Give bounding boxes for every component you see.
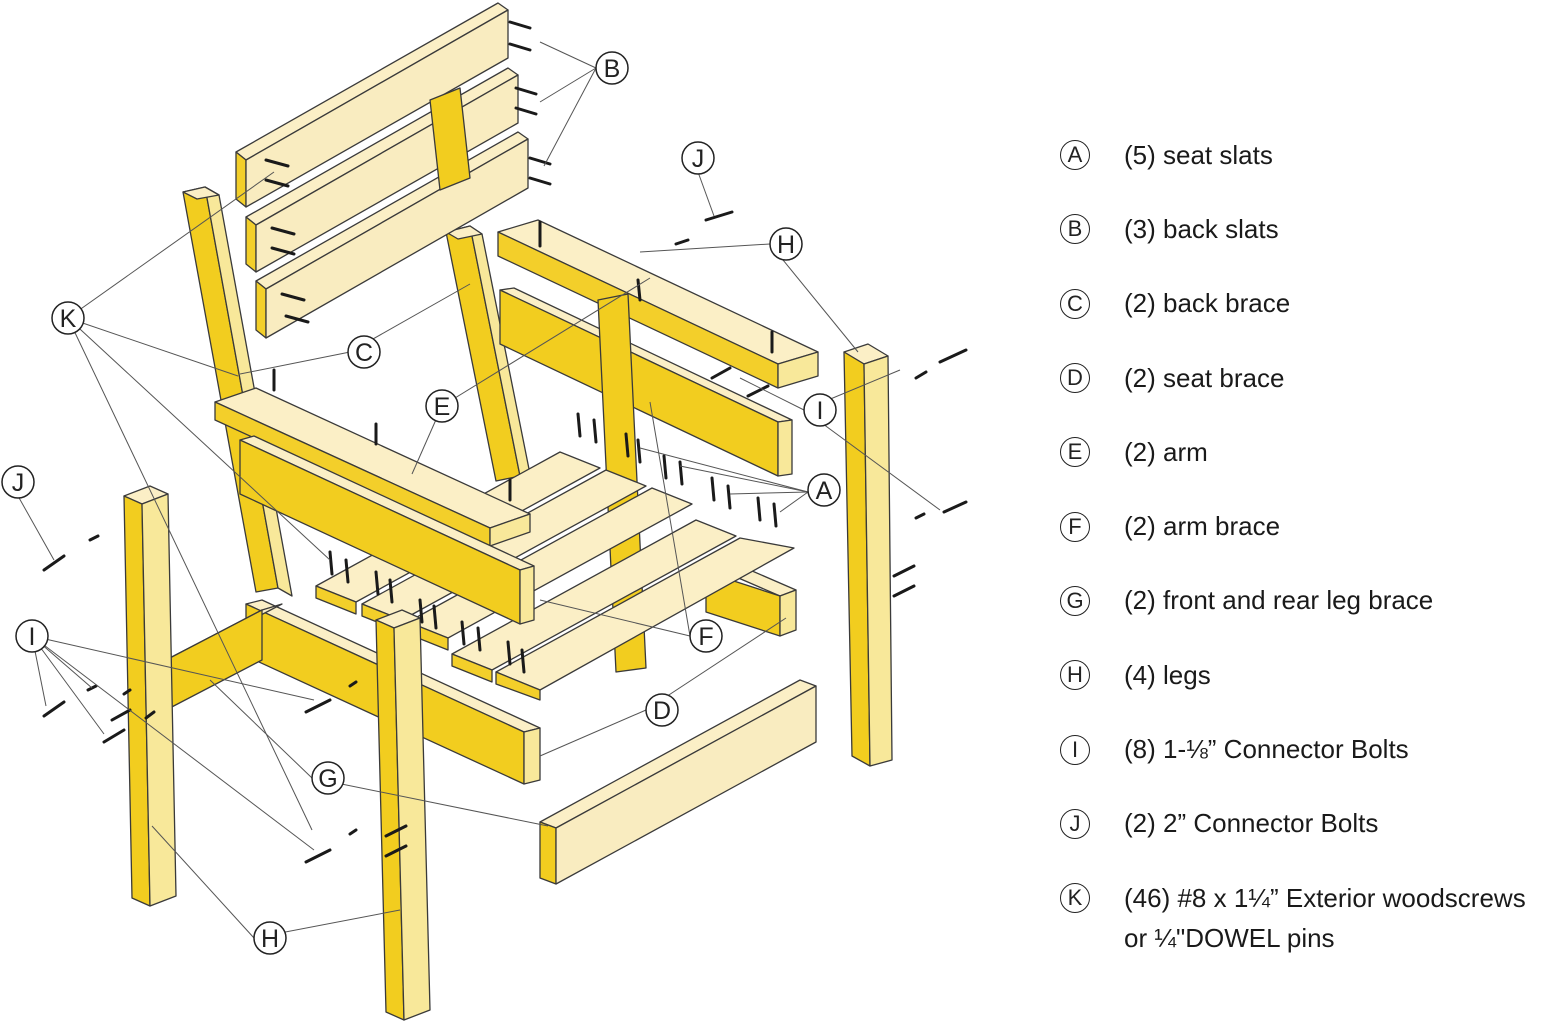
legend-badge: F [1060, 511, 1090, 542]
legend-item-f: F (2) arm brace [1060, 489, 1565, 563]
svg-text:J: J [12, 469, 25, 497]
legend-item-c: C (2) back brace [1060, 267, 1565, 341]
svg-text:B: B [604, 55, 621, 83]
legend-badge: A [1060, 140, 1090, 171]
legend-text: (3) back slats [1124, 213, 1279, 244]
svg-text:C: C [355, 339, 373, 367]
callout-h-bottom: H [253, 921, 287, 955]
legend-text: or ¼"DOWEL pins [1124, 922, 1335, 953]
svg-text:F: F [698, 623, 713, 651]
svg-text:E: E [434, 393, 451, 421]
legend-badge: B [1060, 214, 1090, 245]
leg-brace-front [539, 679, 817, 885]
callout-b: B [595, 51, 629, 85]
leg-left-rear [123, 485, 177, 907]
legend-item-j: J (2) 2” Connector Bolts [1060, 787, 1565, 861]
callout-f: F [689, 619, 723, 653]
legend-text: (2) 2” Connector Bolts [1124, 808, 1379, 839]
callout-a: A [807, 473, 841, 507]
legend-item-g: G (2) front and rear leg brace [1060, 564, 1565, 638]
legend-text: (2) arm [1124, 436, 1208, 467]
legend-text: (4) legs [1124, 659, 1211, 690]
callout-i-right: I [803, 393, 837, 427]
leg-right [843, 343, 893, 767]
fastener-marks [42, 20, 968, 864]
legend-badge: E [1060, 437, 1090, 468]
arm-brace-right [499, 287, 793, 477]
legend-badge: K [1060, 883, 1090, 914]
callout-e: E [425, 389, 459, 423]
legend-badge: J [1060, 808, 1090, 839]
callout-k: K [51, 301, 85, 335]
svg-text:G: G [318, 765, 337, 793]
legend-item-d: D (2) seat brace [1060, 341, 1565, 415]
legend-badge: H [1060, 660, 1090, 691]
legend-text: (2) seat brace [1124, 362, 1285, 393]
legend-text: (2) front and rear leg brace [1124, 585, 1434, 616]
arm-right [497, 219, 819, 389]
legend-badge: D [1060, 363, 1090, 394]
arm-brace-left [239, 435, 535, 625]
callout-h-top: H [769, 227, 803, 261]
legend-text: (8) 1-⅛” Connector Bolts [1124, 734, 1409, 765]
legend-badge: I [1060, 734, 1090, 765]
leader-lines [17, 41, 941, 939]
legend-item-h: H (4) legs [1060, 638, 1565, 712]
callout-j-top: J [681, 141, 715, 175]
svg-text:A: A [816, 477, 833, 505]
legend-item-i: I (8) 1-⅛” Connector Bolts [1060, 712, 1565, 786]
legend-item-e: E (2) arm [1060, 415, 1565, 489]
legend-text: (2) back brace [1124, 288, 1291, 319]
svg-text:I: I [817, 397, 824, 425]
callout-j-left: J [1, 465, 35, 499]
callout-d: D [645, 693, 679, 727]
legend-badge: C [1060, 288, 1090, 319]
callout-g: G [311, 761, 345, 795]
svg-text:K: K [60, 305, 77, 333]
callout-c: C [347, 335, 381, 369]
parts-legend: A (5) seat slats B (3) back slats C (2) … [1060, 118, 1565, 963]
svg-text:J: J [692, 145, 705, 173]
legend-item-k-continuation: or ¼"DOWEL pins [1060, 913, 1565, 963]
legend-item-b: B (3) back slats [1060, 192, 1565, 266]
legend-text: (46) #8 x 1¼” Exterior woodscrews [1124, 882, 1526, 913]
svg-text:I: I [29, 623, 36, 651]
legend-text: (2) arm brace [1124, 511, 1281, 542]
legend-badge: G [1060, 585, 1090, 616]
callout-i-left: I [15, 619, 49, 653]
svg-text:H: H [777, 231, 795, 259]
back-support-strip [429, 87, 471, 191]
legend-item-k: K (46) #8 x 1¼” Exterior woodscrews [1060, 861, 1565, 935]
legend-text: (5) seat slats [1124, 139, 1273, 170]
svg-text:D: D [653, 697, 671, 725]
svg-text:H: H [261, 925, 279, 953]
leg-left-front [375, 609, 431, 1021]
legend-item-a: A (5) seat slats [1060, 118, 1565, 192]
